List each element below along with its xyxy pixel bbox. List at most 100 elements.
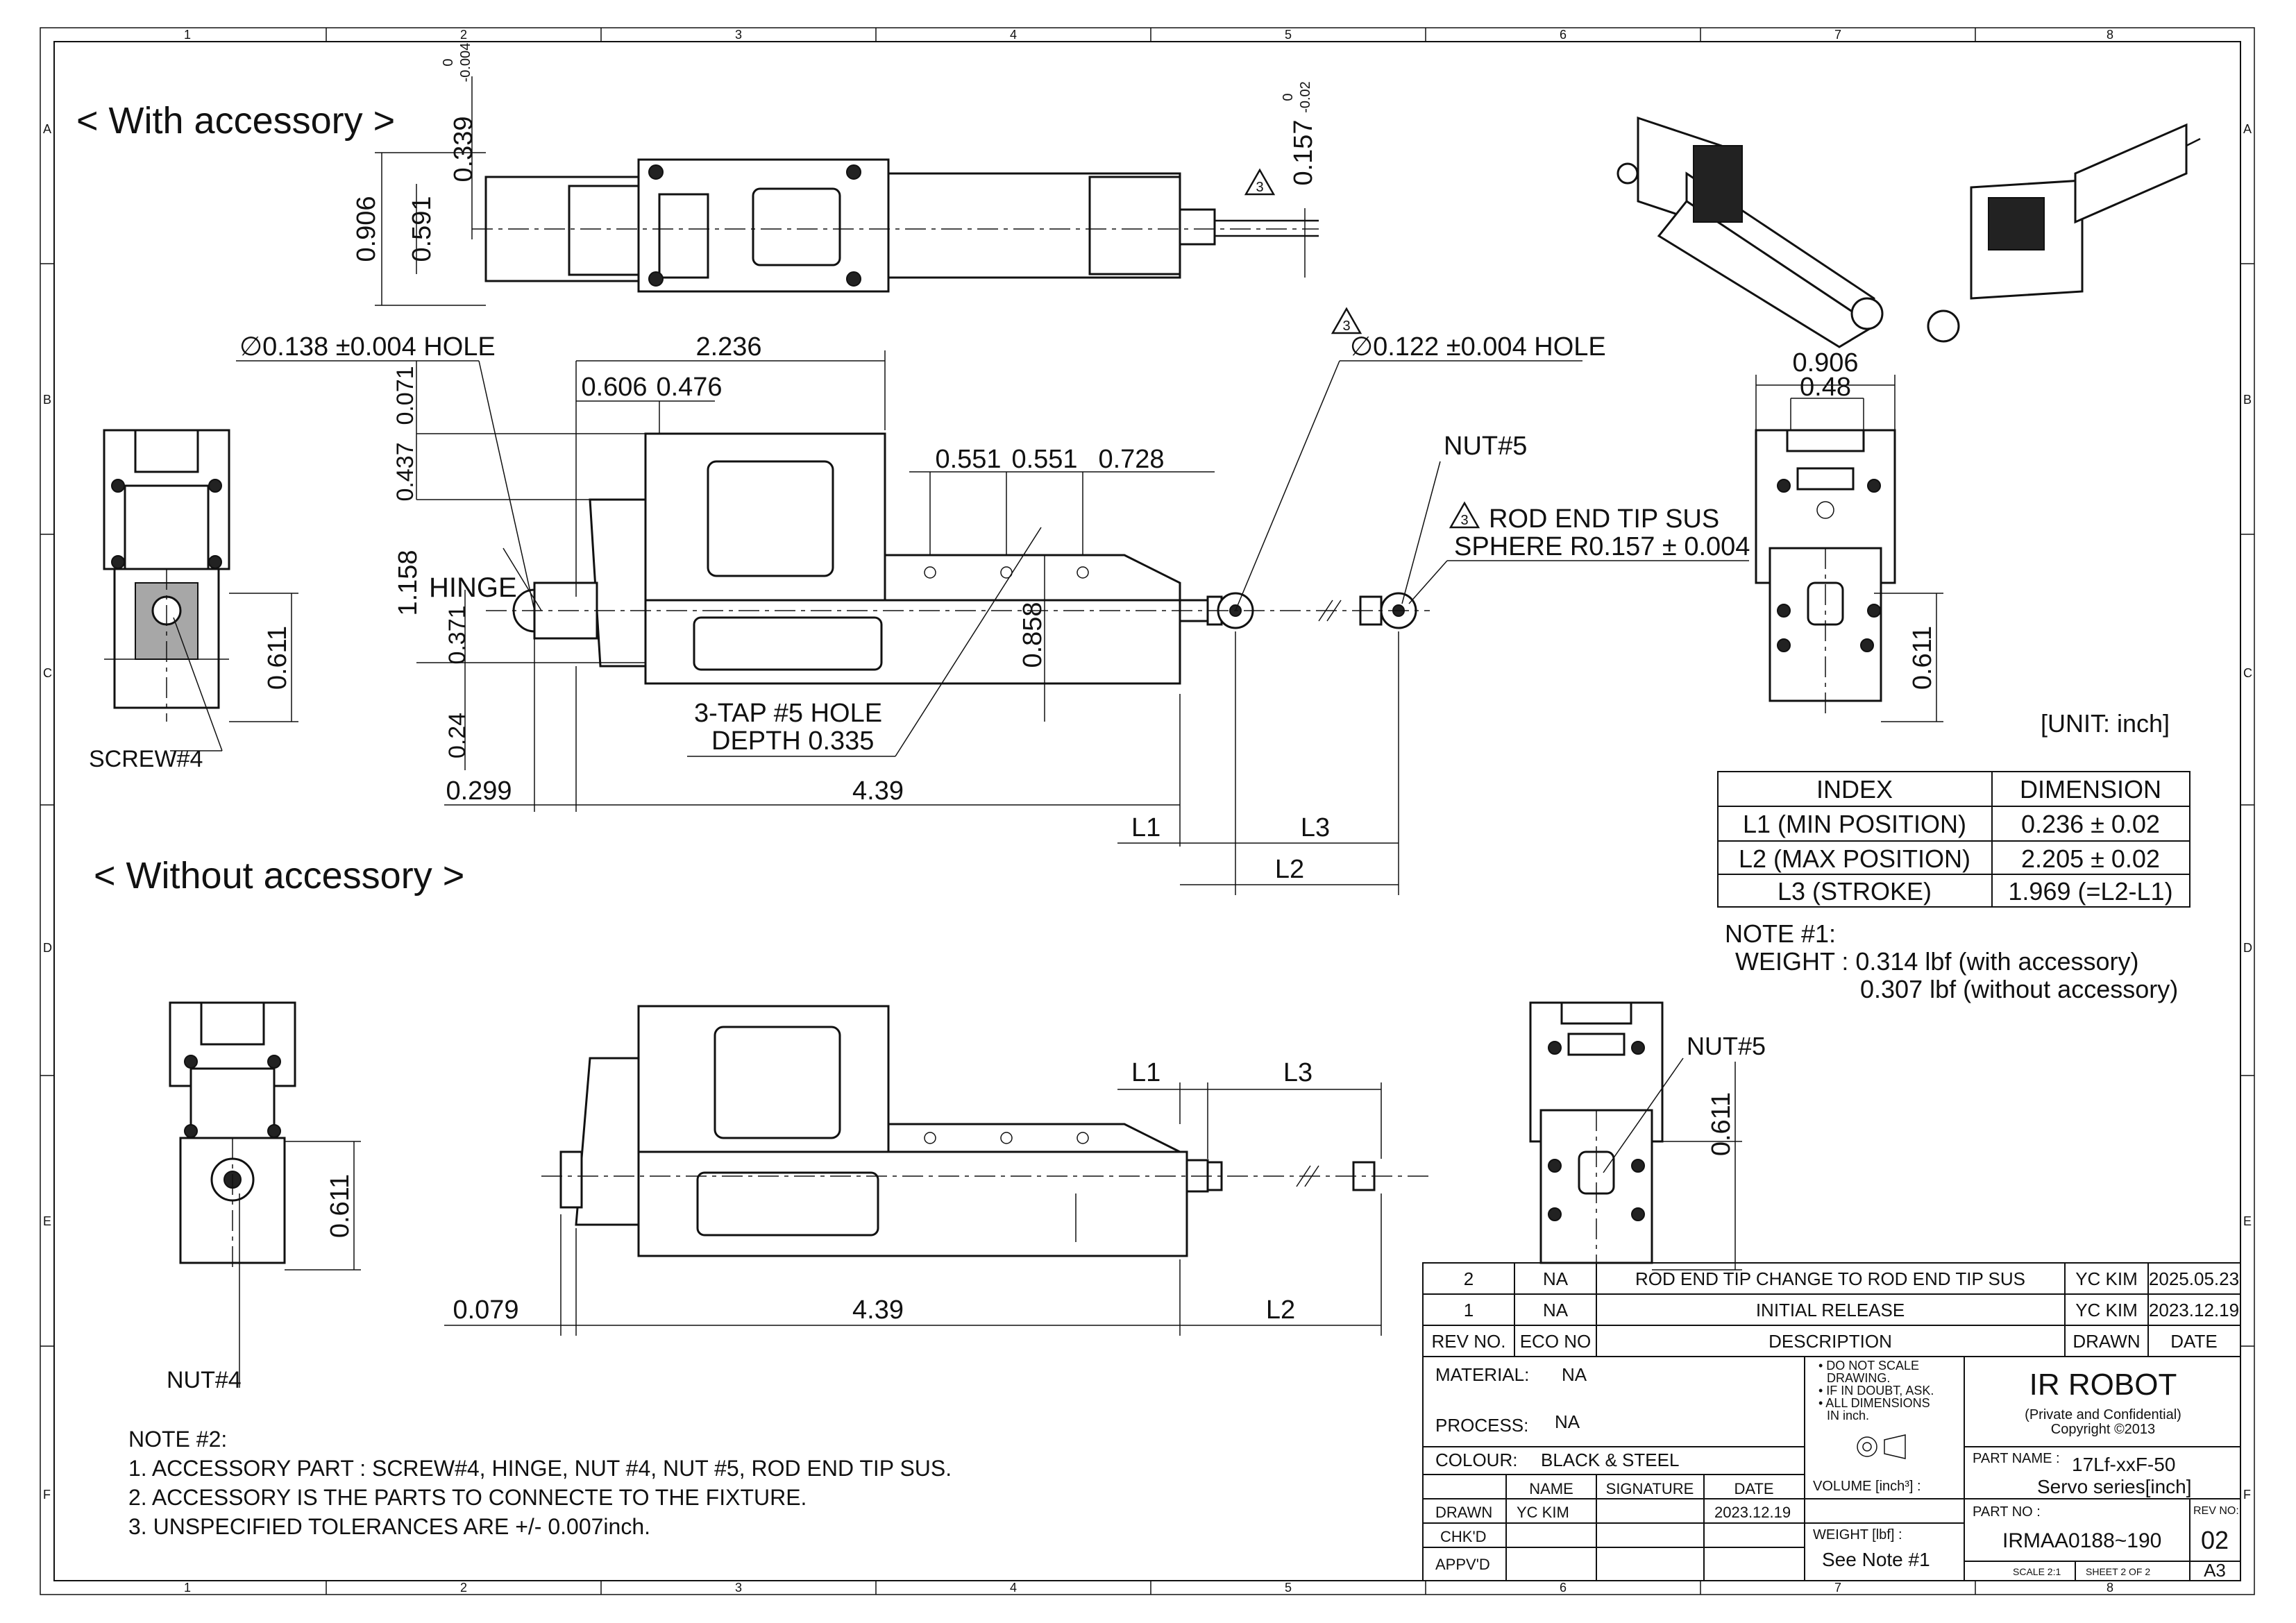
side-view-without-dims: L1 L3 0.079 4.39 L2 bbox=[444, 1058, 1382, 1336]
rev-triangle-rodend: 3 bbox=[1460, 513, 1468, 528]
dim-1158: 1.158 bbox=[394, 550, 423, 615]
part-name-1: 17Lf-xxF-50 bbox=[2072, 1454, 2175, 1475]
dim-0728: 0.728 bbox=[1098, 445, 1164, 474]
left-end-view-with bbox=[103, 429, 230, 722]
tap-hole-label: 3-TAP #5 HOLE bbox=[694, 699, 882, 728]
side-view-without bbox=[541, 1005, 1430, 1257]
rev-triangle-top: 3 bbox=[1256, 180, 1263, 195]
note2-line1: 1. ACCESSORY PART : SCREW#4, HINGE, NUT … bbox=[128, 1456, 952, 1481]
hinge-label: HINGE bbox=[429, 572, 517, 603]
title-block: MATERIAL: NA PROCESS: NA COLOUR: BLACK &… bbox=[1422, 1356, 2241, 1581]
date-header: DATE bbox=[1734, 1480, 1773, 1497]
nut5-label-top: NUT#5 bbox=[1444, 432, 1527, 461]
dim-0476: 0.476 bbox=[656, 373, 722, 402]
sphere-label: SPHERE R0.157 ± 0.004 bbox=[1454, 532, 1750, 561]
col-1-bottom: 1 bbox=[184, 1581, 191, 1595]
tb-note-5: IN inch. bbox=[1827, 1409, 1869, 1422]
hole-0138-label: ∅0.138 ±0.004 HOLE bbox=[239, 332, 496, 362]
rev2-date: 2025.05.23 bbox=[2149, 1268, 2239, 1289]
index-row-3-value: 1.969 (=L2-L1) bbox=[2008, 877, 2172, 906]
row-e-right: E bbox=[2243, 1214, 2252, 1228]
col-1: 1 bbox=[184, 28, 191, 42]
dim-0339: 0.339 bbox=[449, 116, 478, 182]
process-value: NA bbox=[1555, 1411, 1580, 1432]
dim-048: 0.48 bbox=[1800, 373, 1851, 402]
rev1-no: 1 bbox=[1464, 1300, 1474, 1320]
dim-0611-bottom-left: 0.611 bbox=[326, 1174, 355, 1238]
dim-0611-right: 0.611 bbox=[1908, 626, 1937, 690]
rev1-desc: INITIAL RELEASE bbox=[1756, 1300, 1905, 1320]
drawn-date: 2023.12.19 bbox=[1714, 1504, 1791, 1521]
col-4-bottom: 4 bbox=[1010, 1581, 1017, 1595]
L1-label-bottom: L1 bbox=[1131, 1058, 1160, 1087]
isometric-view-2 bbox=[1927, 123, 2201, 343]
rev-header-no: REV NO. bbox=[1432, 1331, 1506, 1352]
rev2-desc: ROD END TIP CHANGE TO ROD END TIP SUS bbox=[1635, 1268, 2025, 1289]
nut4-label: NUT#4 bbox=[167, 1367, 242, 1393]
rev-header-date: DATE bbox=[2170, 1331, 2217, 1352]
note2-line2: 2. ACCESSORY IS THE PARTS TO CONNECTE TO… bbox=[128, 1485, 807, 1510]
copyright: Copyright ©2013 bbox=[2051, 1422, 2155, 1437]
L1-label-top: L1 bbox=[1131, 813, 1160, 842]
dim-0371: 0.371 bbox=[444, 605, 471, 664]
dim-0611-left: 0.611 bbox=[263, 626, 292, 690]
note1-title: NOTE #1: bbox=[1725, 919, 1836, 948]
rev-triangle-hole: 3 bbox=[1342, 318, 1350, 334]
weight-value: See Note #1 bbox=[1822, 1549, 1930, 1570]
dim-0299: 0.299 bbox=[446, 776, 512, 806]
row-a: A bbox=[43, 122, 51, 136]
col-2-bottom: 2 bbox=[460, 1581, 467, 1595]
weight-label: WEIGHT [lbf] : bbox=[1813, 1527, 1902, 1543]
sheet: SHEET 2 OF 2 bbox=[2086, 1566, 2150, 1577]
rev-header-drawn: DRAWN bbox=[2073, 1331, 2140, 1352]
L3-label-bottom: L3 bbox=[1283, 1058, 1312, 1087]
col-3-bottom: 3 bbox=[735, 1581, 742, 1595]
colour-value: BLACK & STEEL bbox=[1541, 1450, 1679, 1470]
hole-0122-label: ∅0.122 ±0.004 HOLE bbox=[1350, 332, 1606, 362]
screw4-label: SCREW#4 bbox=[89, 746, 203, 772]
col-4: 4 bbox=[1010, 28, 1017, 42]
unit-label: [UNIT: inch] bbox=[2041, 709, 2170, 738]
top-view-dims: 0.906 0.591 0.339 0 -0.004 0.157 0 -0.02… bbox=[352, 43, 1318, 306]
rev-no-label: REV NO: bbox=[2193, 1505, 2239, 1517]
col-7-bottom: 7 bbox=[1834, 1581, 1841, 1595]
row-c-right: C bbox=[2243, 666, 2252, 680]
index-row-1-value: 0.236 ± 0.02 bbox=[2021, 810, 2160, 838]
row-c: C bbox=[43, 666, 52, 680]
L2-label-top: L2 bbox=[1275, 855, 1304, 884]
tol-0339-upper: 0 bbox=[441, 58, 456, 66]
part-name-2: Servo series[inch] bbox=[2037, 1476, 2192, 1497]
zone-markers: 1 2 3 4 5 6 7 8 1 2 3 4 5 6 7 8 A B C D … bbox=[40, 27, 2255, 1595]
company-name: IR ROBOT bbox=[2029, 1368, 2177, 1402]
rod-end-label: ROD END TIP SUS bbox=[1489, 504, 1719, 534]
signature-header: SIGNATURE bbox=[1606, 1480, 1694, 1497]
index-row-1-name: L1 (MIN POSITION) bbox=[1743, 810, 1966, 838]
dim-0906-top: 0.906 bbox=[352, 196, 381, 262]
note1-line2: 0.307 lbf (without accessory) bbox=[1860, 975, 2178, 1003]
rev1-eco: NA bbox=[1543, 1300, 1569, 1320]
rev2-no: 2 bbox=[1464, 1268, 1474, 1289]
index-row-2-value: 2.205 ± 0.02 bbox=[2021, 844, 2160, 873]
chkd-label: CHK'D bbox=[1440, 1528, 1487, 1545]
index-header: INDEX bbox=[1816, 775, 1893, 804]
rev2-drawn: YC KIM bbox=[2075, 1268, 2138, 1289]
note2-title: NOTE #2: bbox=[128, 1427, 227, 1452]
name-header: NAME bbox=[1529, 1480, 1573, 1497]
dim-0079: 0.079 bbox=[453, 1295, 518, 1325]
dim-0906-right: 0.906 bbox=[1792, 348, 1858, 377]
col-3: 3 bbox=[735, 28, 742, 42]
dim-0551-a: 0.551 bbox=[935, 445, 1001, 474]
sheet-size: A3 bbox=[2204, 1560, 2226, 1581]
col-6-bottom: 6 bbox=[1560, 1581, 1567, 1595]
tol-0157-upper: 0 bbox=[1281, 93, 1296, 101]
dim-2236: 2.236 bbox=[695, 332, 761, 362]
rev-no: 02 bbox=[2201, 1526, 2229, 1554]
process-label: PROCESS: bbox=[1435, 1415, 1528, 1436]
tol-0157-lower: -0.02 bbox=[1298, 81, 1313, 113]
tb-note-1: • DO NOT SCALE bbox=[1818, 1359, 1919, 1373]
right-end-without-dims: NUT#5 0.611 bbox=[1603, 1032, 1766, 1271]
left-end-without-dims: 0.611 NUT#4 bbox=[167, 1141, 361, 1393]
row-a-right: A bbox=[2243, 122, 2252, 136]
dim-0606: 0.606 bbox=[581, 373, 647, 402]
rev1-date: 2023.12.19 bbox=[2149, 1300, 2239, 1320]
